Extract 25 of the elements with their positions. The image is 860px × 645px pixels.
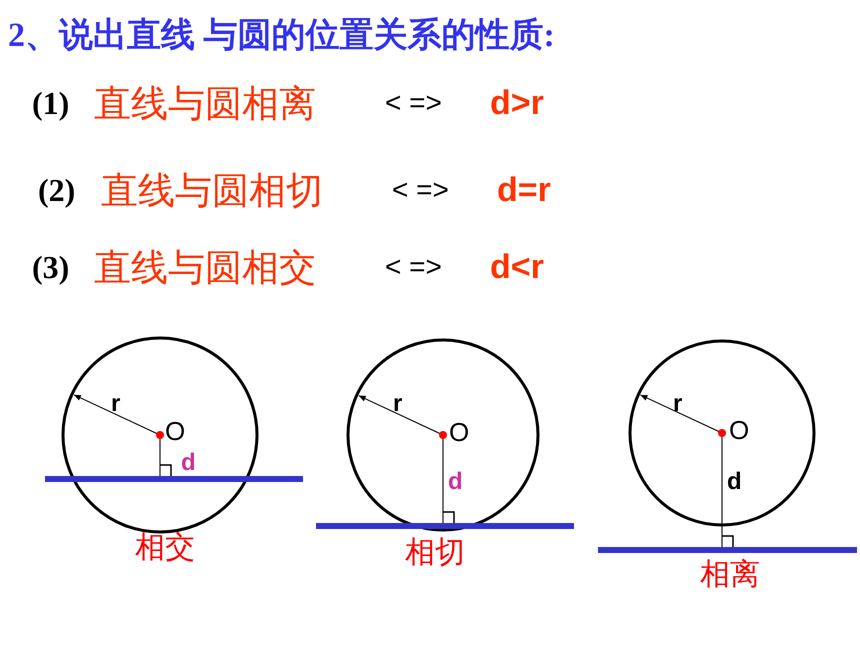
radius-label: r [673,392,682,416]
slide-title: 2、说出直线 与圆的位置关系的性质: [8,19,555,53]
radius-label: r [111,392,120,416]
figure-caption: 相切 [405,538,465,568]
equivalence-symbol: < => [385,253,442,281]
center-label: O [729,417,750,443]
distance-label: d [448,470,463,494]
relation-text: 直线与圆相切 [101,172,323,208]
distance-label: d [181,451,196,475]
center-label: O [449,419,470,445]
figure-caption: 相交 [135,533,195,563]
item-number: (2) [38,174,76,206]
center-label: O [165,418,186,444]
condition-text: d<r [490,250,544,284]
relation-text: 直线与圆相交 [94,248,316,286]
equivalence-symbol: < => [385,89,442,117]
radius-label: r [393,392,402,416]
relation-text: 直线与圆相离 [94,84,316,122]
equivalence-symbol: < => [392,176,449,204]
item-number: (3) [32,251,70,283]
item-number: (1) [32,87,70,119]
distance-label: d [727,470,742,494]
condition-text: d>r [490,86,544,120]
condition-text: d=r [497,173,551,207]
figure-caption: 相离 [700,560,760,590]
